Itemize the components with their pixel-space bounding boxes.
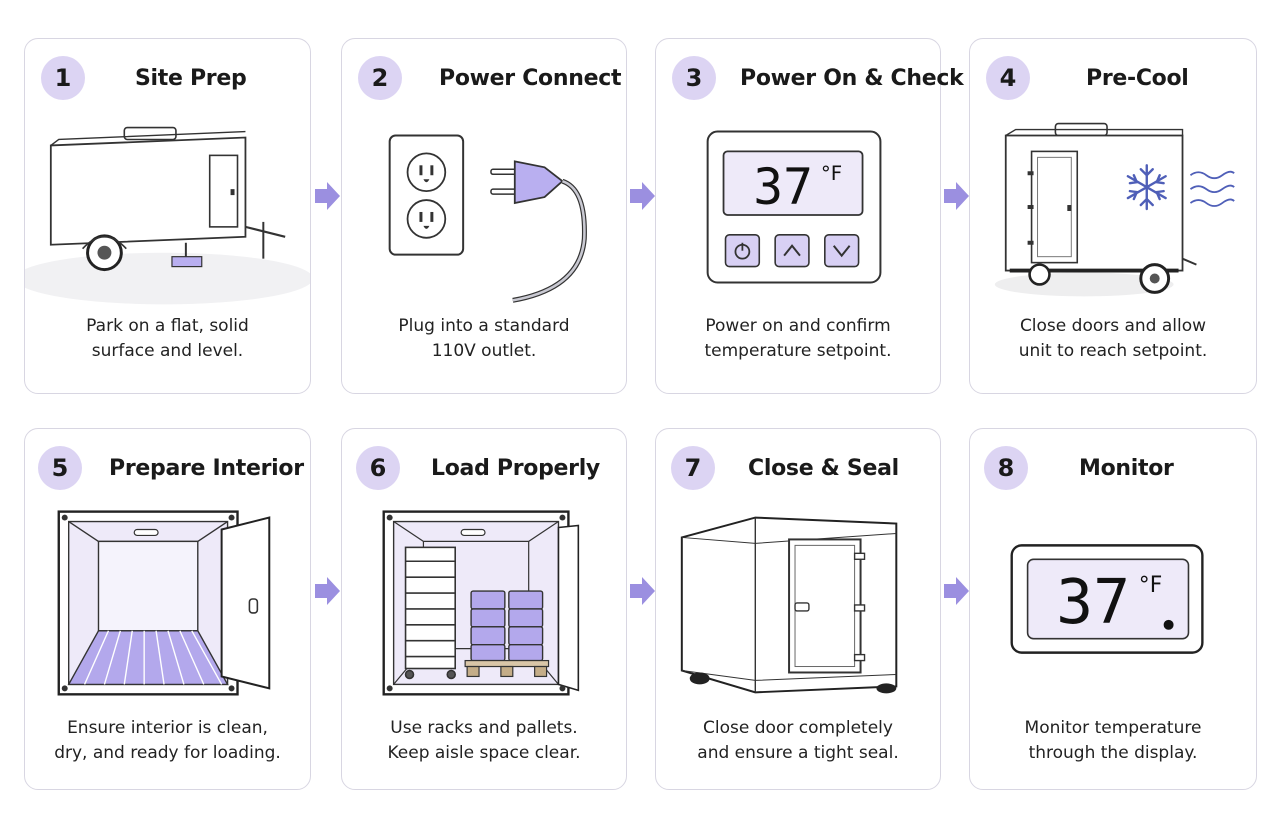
step-card-3: 3 Power On & Check 37 °F Power on and co… [655,38,964,394]
step-description: Close doors and allow unit to reach setp… [1018,316,1208,361]
step-description: Use racks and pallets. Keep aisle space … [387,718,581,763]
cold-air-icon [1189,170,1235,207]
temperature-display-illustration: 37 °F [970,499,1256,699]
loaded-interior-illustration [342,499,626,699]
step-description: Monitor temperature through the display. [1024,718,1202,763]
step-description: Close door completely and ensure a tight… [697,718,899,763]
display-temperature: 37 [753,158,813,216]
cooling-trailer-illustration [970,109,1256,309]
trailer-on-ground-illustration [25,109,310,309]
thermostat-controller-illustration: 37 °F [656,109,940,309]
step-number-badge: 4 [986,56,1030,100]
step-title: Close & Seal [748,456,899,481]
arrow-right-icon [942,575,970,607]
outlet-and-plug-illustration [342,109,626,309]
pallet [464,659,550,678]
step-title: Pre-Cool [1086,66,1189,91]
step-title: Power Connect [439,66,622,91]
step-card-6: 6 Load Properly [341,428,627,790]
step-title: Power On & Check [740,66,964,91]
step-title: Load Properly [431,456,600,481]
monitor-temperature: 37 [1056,566,1130,638]
arrow-right-icon [313,575,341,607]
step-description: Ensure interior is clean, dry, and ready… [54,718,281,763]
step-card-4: 4 Pre-Cool [969,38,1257,394]
step-description: Park on a flat, solid surface and level. [86,316,249,361]
arrow-right-icon [628,180,656,212]
step-number-badge: 6 [356,446,400,490]
step-title: Prepare Interior [109,456,304,481]
step-card-2: 2 Power Connect Plug into a standard 110… [341,38,627,394]
step-number-badge: 3 [672,56,716,100]
step-number-badge: 8 [984,446,1028,490]
snowflake-icon [1126,164,1167,211]
step-card-1: 1 Site Prep Park on a flat, solid surfac… [24,38,311,394]
stacked-bins [470,590,544,662]
arrow-right-icon [942,180,970,212]
open-empty-interior-illustration [25,499,310,699]
rolling-rack [404,546,456,680]
step-description: Plug into a standard 110V outlet. [398,316,570,361]
arrow-right-icon [313,180,341,212]
step-number-badge: 7 [671,446,715,490]
monitor-unit: °F [1139,573,1162,598]
closed-unit-illustration [656,499,940,699]
display-unit: °F [821,162,842,185]
step-description: Power on and confirm temperature setpoin… [704,316,892,361]
step-number-badge: 5 [38,446,82,490]
arrow-right-icon [628,575,656,607]
step-title: Site Prep [135,66,247,91]
step-number-badge: 2 [358,56,402,100]
step-card-8: 8 Monitor 37 °F Monitor temperature thro… [969,428,1257,790]
step-card-7: 7 Close & Seal Close door completely and… [655,428,941,790]
step-number-badge: 1 [41,56,85,100]
step-card-5: 5 Prepare Interior Ensure interior is cl… [24,428,311,790]
step-title: Monitor [1079,456,1174,481]
